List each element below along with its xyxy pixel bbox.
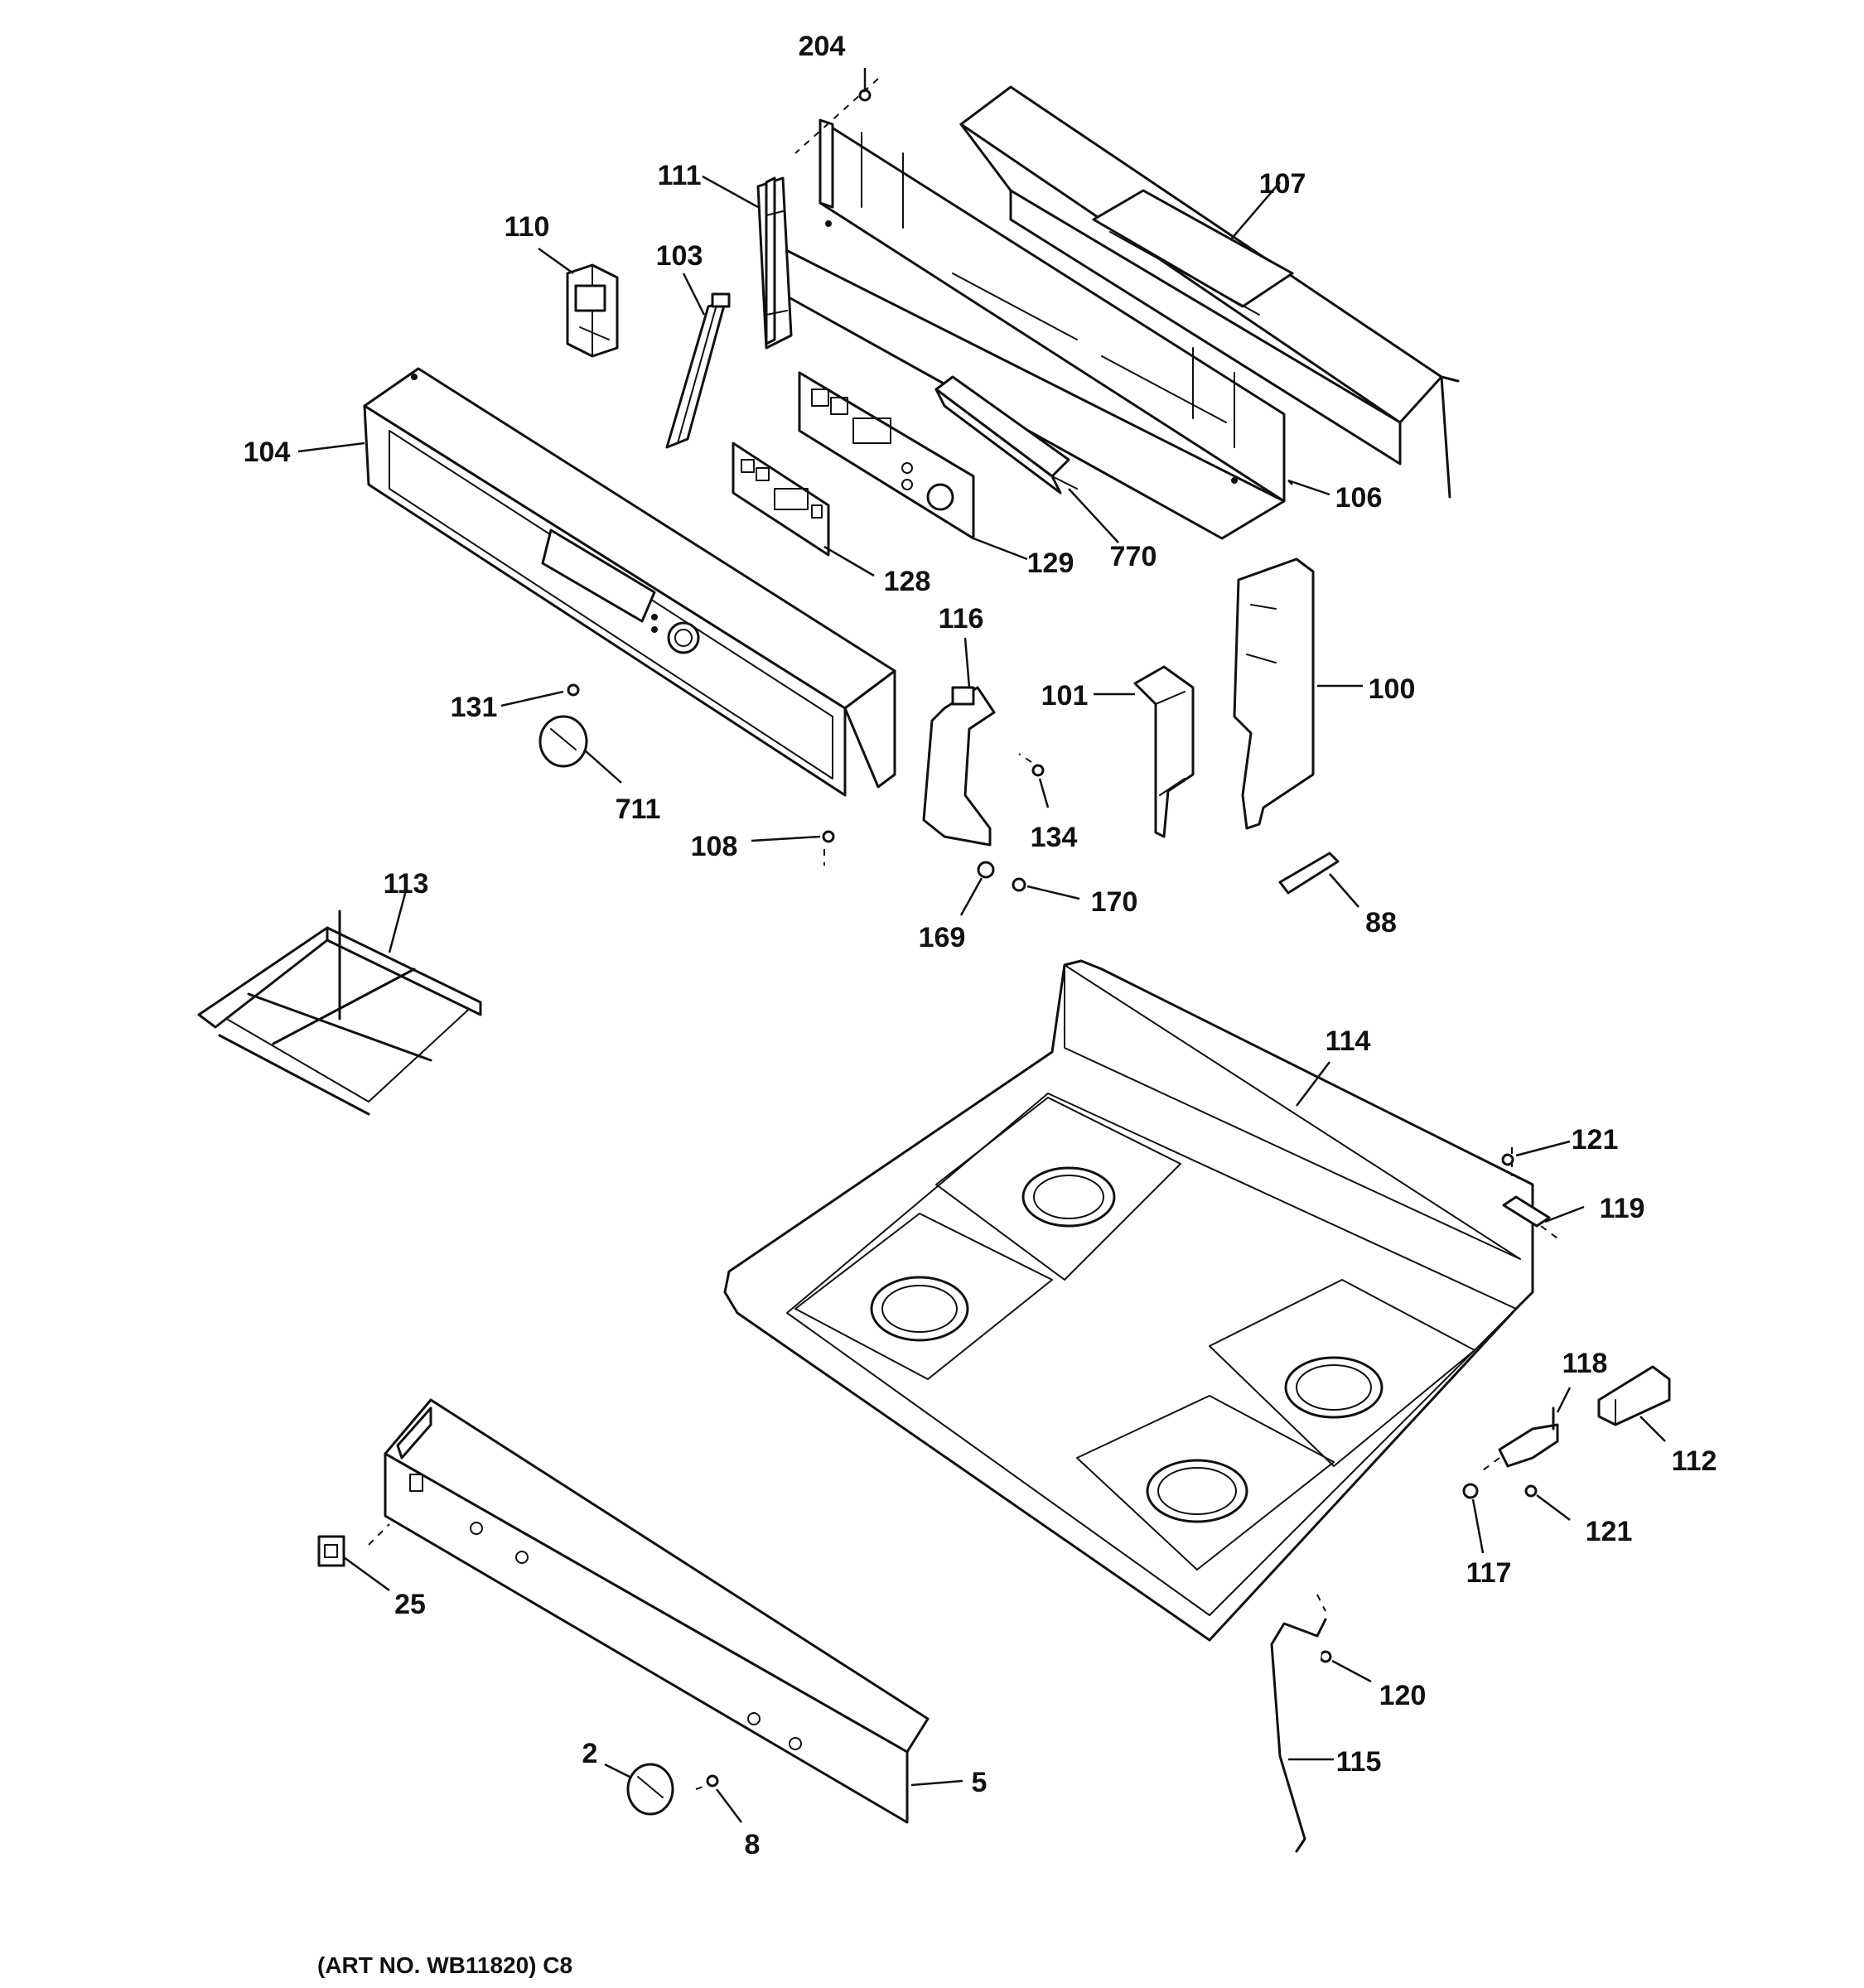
part-116-side-trim — [922, 686, 996, 847]
part-770-cover — [934, 375, 1078, 495]
part-114-cooktop — [723, 959, 1534, 1642]
callout-108: 108 — [691, 831, 738, 862]
callout-101: 101 — [1041, 680, 1089, 712]
part-119-bracket — [1502, 1195, 1551, 1228]
part-117-nut — [1462, 1483, 1479, 1499]
callout-5: 5 — [972, 1767, 988, 1798]
callout-113: 113 — [384, 868, 429, 900]
callout-labels: 204 111 107 110 103 104 106 128 129 770 … — [244, 31, 1717, 1860]
callout-204: 204 — [799, 31, 846, 62]
callout-107: 107 — [1259, 168, 1306, 200]
part-129-control-board — [798, 371, 975, 540]
callout-106: 106 — [1335, 482, 1383, 514]
part-121-screw-upper — [1501, 1153, 1514, 1166]
part-101-end-bracket — [1133, 665, 1195, 838]
callout-120: 120 — [1379, 1680, 1427, 1711]
art-number-caption: (ART NO. WB11820) C8 — [317, 1952, 572, 1978]
part-103-strip-bracket — [665, 292, 731, 449]
callout-170: 170 — [1091, 886, 1138, 918]
callout-711: 711 — [616, 794, 661, 825]
callout-103: 103 — [656, 240, 703, 272]
part-2-knob — [626, 1763, 674, 1816]
part-112-burner-valve — [1597, 1365, 1671, 1426]
callout-770: 770 — [1110, 541, 1157, 572]
part-108-screw — [822, 830, 835, 843]
callout-119: 119 — [1600, 1193, 1645, 1224]
callout-114: 114 — [1326, 1025, 1371, 1057]
callout-2: 2 — [582, 1738, 598, 1769]
callout-100: 100 — [1369, 673, 1416, 705]
callout-169: 169 — [919, 922, 966, 953]
part-204-screw — [858, 89, 872, 102]
part-121-screw-lower — [1524, 1484, 1538, 1498]
part-110-relay — [566, 263, 619, 358]
part-134-screw — [1031, 764, 1045, 777]
part-104-control-panel — [363, 367, 896, 797]
part-128-overlay — [732, 442, 830, 557]
callout-134: 134 — [1031, 822, 1078, 853]
part-107-vent-trim — [959, 85, 1460, 499]
callout-129: 129 — [1027, 548, 1074, 579]
callout-88: 88 — [1365, 907, 1397, 939]
part-113-grate — [197, 910, 482, 1116]
part-120-screw — [1319, 1650, 1332, 1663]
callout-104: 104 — [244, 437, 291, 468]
callout-110: 110 — [505, 211, 550, 243]
part-5-manifold-panel — [384, 1398, 930, 1824]
callout-25: 25 — [394, 1589, 426, 1620]
part-169-washer — [977, 861, 995, 879]
part-25-connector — [317, 1535, 345, 1567]
callout-115: 115 — [1336, 1746, 1382, 1778]
part-115-rod — [1270, 1618, 1327, 1853]
part-8-screw — [706, 1774, 719, 1788]
part-170-screw — [1012, 877, 1026, 892]
part-118-hinge — [1498, 1407, 1559, 1468]
leader-lines — [297, 68, 1666, 1823]
callout-121-upper: 121 — [1572, 1124, 1619, 1156]
callout-112: 112 — [1672, 1445, 1717, 1477]
callout-118: 118 — [1562, 1348, 1608, 1379]
callout-111: 111 — [658, 160, 702, 191]
part-111-bracket — [756, 176, 793, 350]
callout-8: 8 — [745, 1829, 761, 1860]
callout-121-lower: 121 — [1586, 1516, 1633, 1547]
callout-128: 128 — [884, 566, 931, 597]
callout-131: 131 — [451, 692, 498, 723]
callout-116: 116 — [939, 603, 984, 635]
part-106-back-panel — [781, 118, 1286, 540]
part-711-knob — [538, 715, 588, 768]
part-100-side-panel — [1233, 557, 1315, 830]
part-131-indicator — [567, 683, 580, 697]
callout-117: 117 — [1466, 1557, 1512, 1589]
part-88-clip — [1278, 852, 1340, 895]
